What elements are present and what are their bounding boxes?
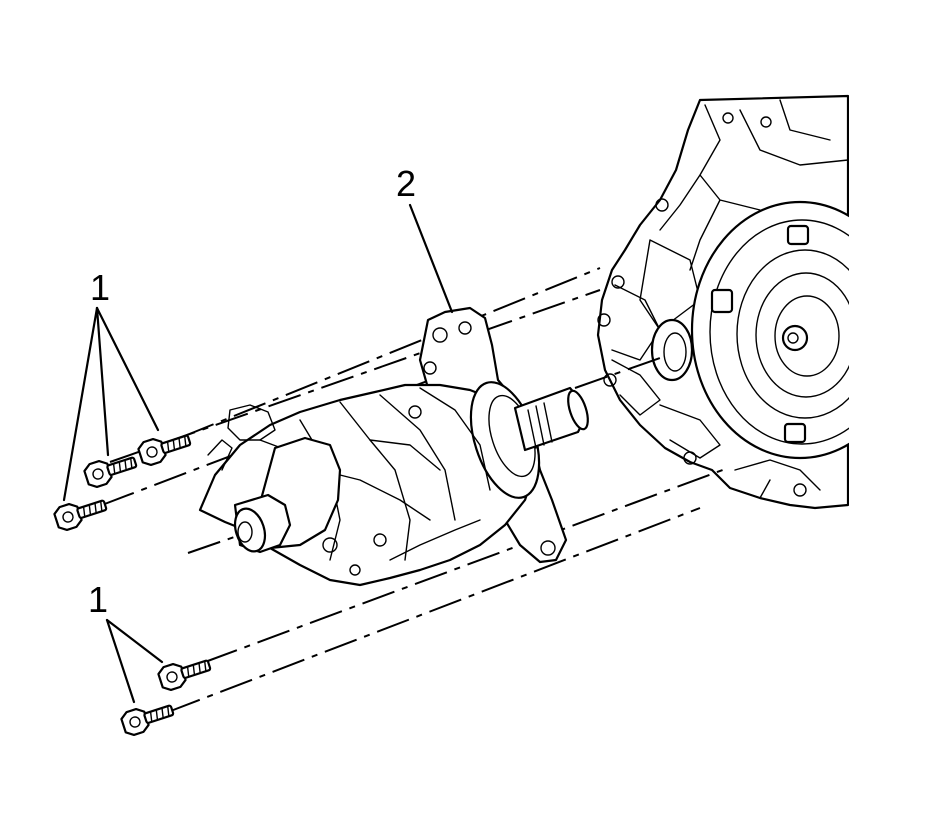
callout-bolts-upper: 1 [90, 267, 110, 308]
bolt-upper-2 [83, 456, 138, 489]
callout-housing: 2 [396, 163, 416, 204]
transmission-case [596, 90, 928, 520]
bolt-upper-3 [53, 499, 108, 532]
transfer-housing [198, 306, 589, 587]
bolt-lower-1 [157, 659, 212, 692]
leader-lines [62, 203, 454, 704]
bolt-upper-1 [137, 434, 192, 467]
callout-bolts-lower: 1 [88, 579, 108, 620]
bolt-lower-2 [120, 704, 175, 737]
